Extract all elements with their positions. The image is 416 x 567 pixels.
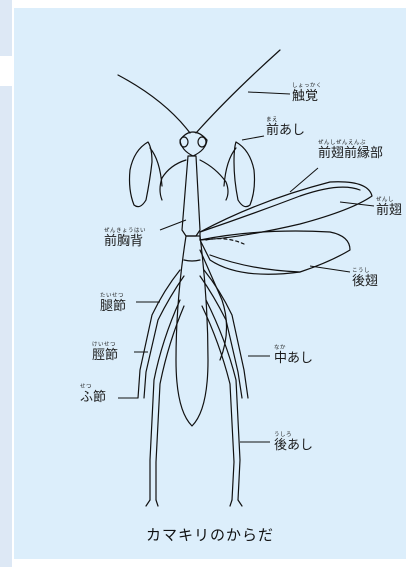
hindwing-fold	[206, 239, 244, 244]
label-naka-ashi: なか 中あし	[274, 345, 313, 366]
label-taisetsu: たいせつ 腿節	[100, 293, 126, 314]
label-keisetsu: けいせつ 脛節	[92, 342, 118, 363]
front-leg-right-femur	[234, 142, 255, 207]
label-shokkaku: しょっかく 触覚	[292, 83, 322, 104]
abdomen-segment	[184, 260, 200, 261]
front-leg-right-coxa	[200, 160, 228, 200]
label-mae-ashi: まえ 前あし	[266, 117, 305, 138]
leader-koushi	[310, 266, 350, 272]
forewing-front-edge	[200, 187, 360, 232]
hindwing	[200, 231, 350, 274]
mid-leg-left-b	[144, 276, 184, 398]
eye-right	[198, 137, 206, 147]
leader-shokkaku	[248, 92, 290, 94]
front-leg-left-coxa	[160, 160, 186, 200]
front-leg-left-femur	[130, 142, 153, 207]
leader-zenshi	[340, 202, 374, 206]
hindwing-ridge	[210, 255, 300, 272]
label-ushiro-ashi: うしろ 後あし	[274, 432, 313, 453]
leader-zenenbu	[290, 168, 318, 192]
foot-right	[230, 500, 242, 506]
label-zenshi-zenenbu: ぜんしぜんえんぶ 前翅前縁部	[318, 140, 383, 161]
leader-mae-ashi	[242, 136, 264, 140]
antenna-left	[118, 75, 190, 133]
label-koushi: こうし 後翅	[352, 268, 378, 289]
prothorax	[182, 156, 200, 236]
eye-left	[180, 137, 188, 147]
label-zenkyouhai: ぜんきょうはい 前胸背	[104, 228, 146, 249]
label-fusetsu: せつ ふ節	[80, 384, 106, 405]
caption: カマキリのからだ	[14, 524, 406, 545]
abdomen	[176, 236, 208, 426]
head	[180, 132, 207, 156]
foot-left	[146, 500, 158, 506]
hind-leg-left	[150, 300, 180, 500]
label-zenshi: ぜんし 前翅	[376, 197, 402, 218]
